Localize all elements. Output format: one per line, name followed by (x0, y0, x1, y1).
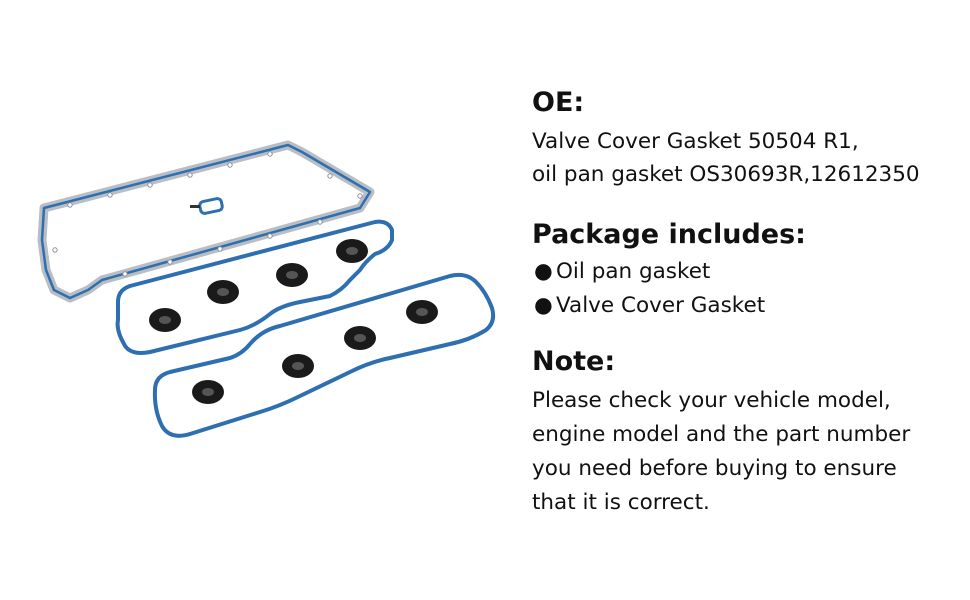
bullet-icon: ● (534, 293, 553, 318)
oe-heading: OE: (532, 87, 585, 118)
note-text: Please check your vehicle model, engine … (532, 384, 962, 520)
note-line: you need before buying to ensure (532, 456, 897, 481)
list-item-label: Valve Cover Gasket (556, 293, 766, 318)
list-item: ● Valve Cover Gasket (532, 289, 962, 323)
valve-cover-gasket-upper (115, 219, 394, 355)
list-item-label: Oil pan gasket (556, 259, 711, 284)
package-list: ● Oil pan gasket ● Valve Cover Gasket (532, 255, 962, 323)
oil-pan-gasket (37, 140, 375, 303)
list-item: ● Oil pan gasket (532, 255, 962, 289)
gasket-set-product-image (37, 140, 496, 438)
note-line: engine model and the part number (532, 422, 911, 447)
package-heading: Package includes: (532, 219, 806, 250)
oe-numbers: Valve Cover Gasket 50504 R1, oil pan gas… (532, 125, 962, 191)
valve-cover-gasket-lower (152, 272, 496, 438)
oe-line: Valve Cover Gasket 50504 R1, (532, 129, 859, 154)
oe-line: oil pan gasket OS30693R,12612350 (532, 162, 920, 187)
note-line: that it is correct. (532, 490, 710, 515)
bullet-icon: ● (534, 259, 553, 284)
note-heading: Note: (532, 346, 616, 377)
product-info: OE: Valve Cover Gasket 50504 R1, oil pan… (532, 86, 962, 520)
note-line: Please check your vehicle model, (532, 388, 891, 413)
